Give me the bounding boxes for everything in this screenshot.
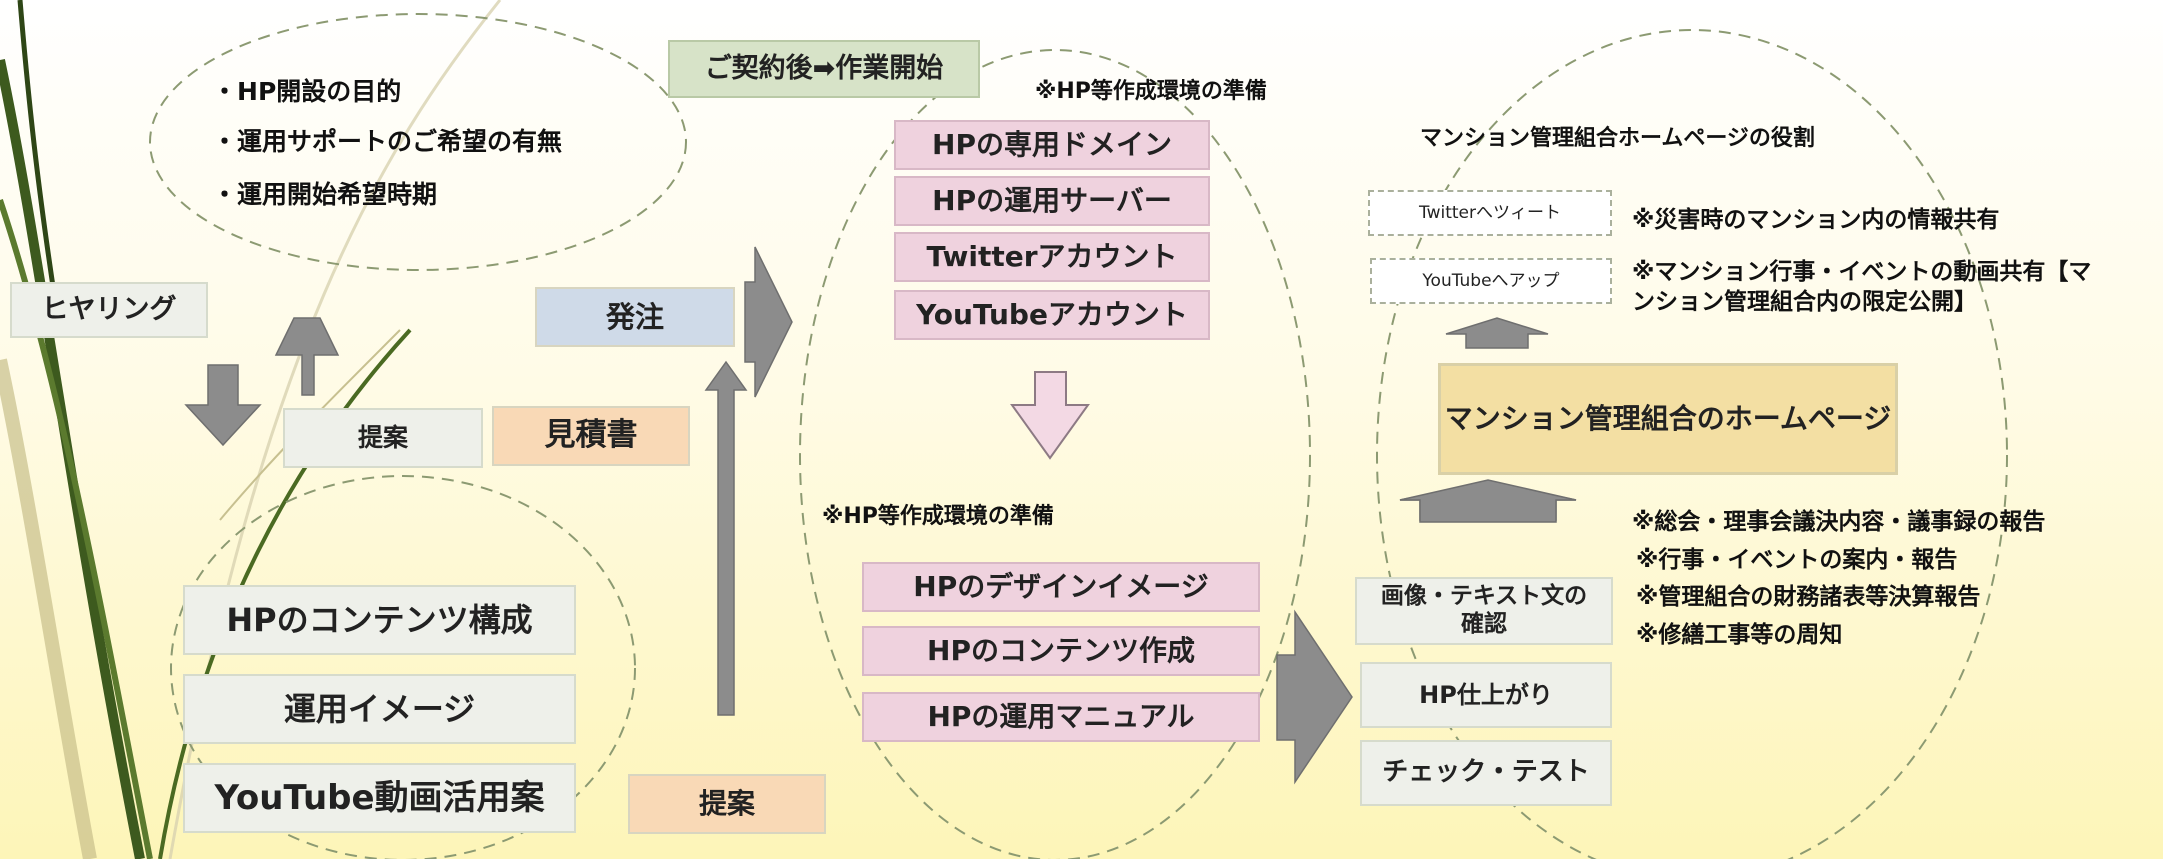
check-content-box: 画像・テキスト文の確認 — [1355, 577, 1613, 645]
check-test-box: チェック・テスト — [1360, 740, 1612, 806]
proposal-top-box: 提案 — [283, 408, 483, 468]
arrow-down-hearing — [184, 364, 262, 447]
hearing-bullet-2: 運用サポートのご希望の有無 — [212, 122, 562, 158]
env-domain-box: HPの専用ドメイン — [894, 120, 1210, 170]
estimate-box: 見積書 — [492, 406, 690, 466]
arrow-up-order — [704, 360, 748, 716]
report-2: ※行事・イベントの案内・報告 — [1636, 547, 1958, 573]
operation-manual-box: HPの運用マニュアル — [862, 692, 1260, 742]
environment-ellipse — [799, 49, 1311, 859]
twitter-tweet-box: Twitterへツィート — [1368, 190, 1612, 236]
contents-creation-box: HPのコンテンツ作成 — [862, 626, 1260, 676]
report-3: ※管理組合の財務諸表等決算報告 — [1636, 584, 1981, 610]
env-prep-top-title: ※HP等作成環境の準備 — [1035, 79, 1267, 104]
youtube-plan-box: YouTube動画活用案 — [183, 763, 576, 833]
proposal-bottom-box: 提案 — [628, 774, 826, 834]
arrow-right-final — [1276, 609, 1353, 785]
hearing-ellipse — [149, 13, 687, 271]
contract-box: ご契約後➡作業開始 — [668, 40, 980, 98]
hearing-box: ヒヤリング — [10, 282, 208, 338]
role-title: マンション管理組合ホームページの役割 — [1420, 126, 1815, 151]
report-4: ※修繕工事等の周知 — [1636, 622, 1843, 648]
hp-finish-box: HP仕上がり — [1360, 662, 1612, 728]
arrow-right-order — [744, 246, 793, 398]
youtube-note-line-2: ンション管理組合内の限定公開】 — [1632, 289, 1977, 315]
arrow-down-env — [1010, 371, 1090, 460]
hoa-homepage-box: マンション管理組合のホームページ — [1438, 363, 1898, 475]
order-box: 発注 — [535, 287, 735, 347]
env-prep-bottom-title: ※HP等作成環境の準備 — [822, 504, 1054, 529]
operation-image-box: 運用イメージ — [183, 674, 576, 744]
env-youtube-box: YouTubeアカウント — [894, 290, 1210, 340]
youtube-note-line-1: ※マンション行事・イベントの動画共有【マ — [1632, 259, 2092, 285]
decorative-grass — [0, 0, 502, 859]
arrow-up-proposal — [274, 317, 340, 396]
report-1: ※総会・理事会議決内容・議事録の報告 — [1632, 509, 2046, 535]
design-image-box: HPのデザインイメージ — [862, 562, 1260, 612]
env-server-box: HPの運用サーバー — [894, 176, 1210, 226]
hearing-bullet-1: HP開設の目的 — [212, 72, 401, 108]
arrow-up-sns — [1445, 317, 1549, 349]
hearing-bullet-3: 運用開始希望時期 — [212, 175, 437, 211]
contents-ellipse — [170, 475, 636, 859]
env-twitter-box: Twitterアカウント — [894, 232, 1210, 282]
role-ellipse — [1376, 29, 2008, 859]
contents-structure-box: HPのコンテンツ構成 — [183, 585, 576, 655]
youtube-upload-box: YouTubeへアップ — [1370, 258, 1612, 304]
twitter-note: ※災害時のマンション内の情報共有 — [1632, 207, 2000, 233]
